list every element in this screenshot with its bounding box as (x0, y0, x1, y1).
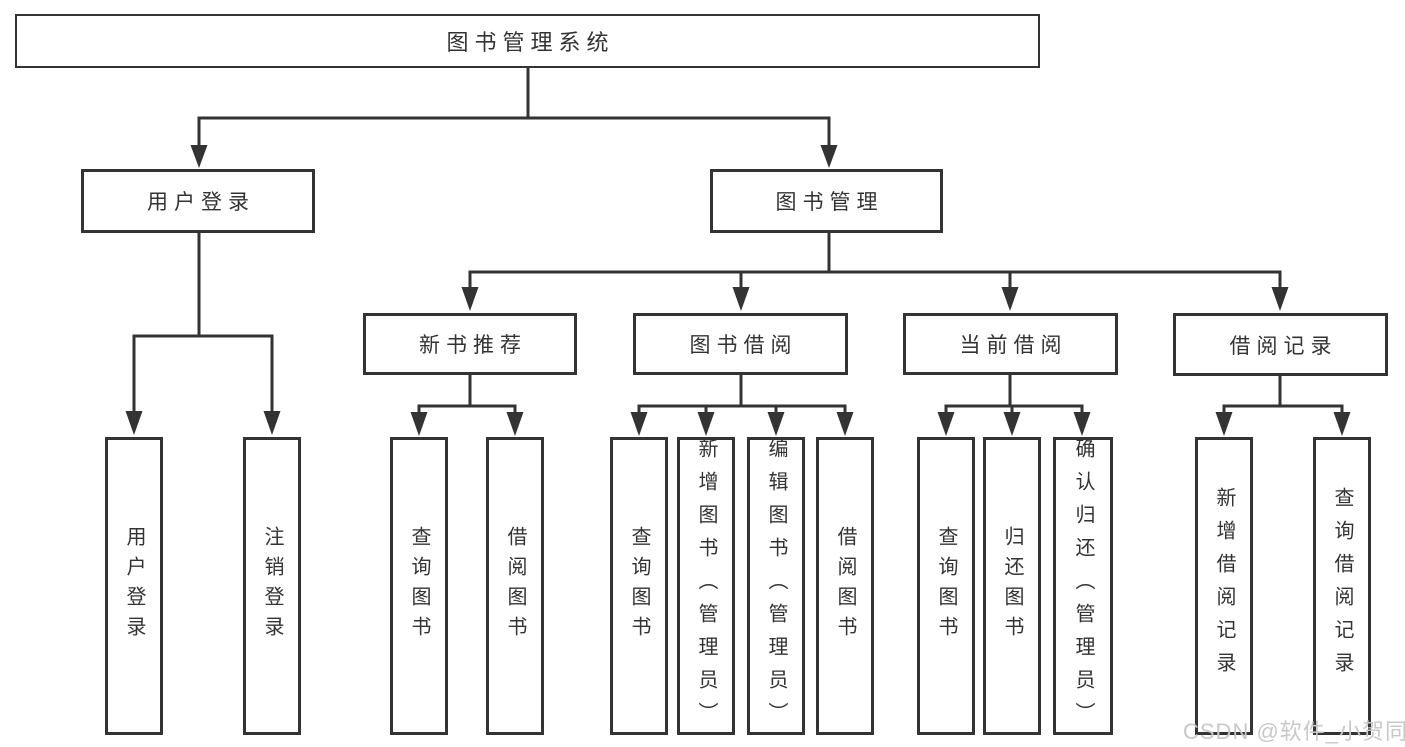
node-user-login: 用户登录 (81, 169, 315, 233)
leaf-query-borrow-record: 查询借阅记录 (1313, 437, 1371, 735)
csdn-watermark: CSDN @软件_小贺同学 (1183, 719, 1405, 744)
arrowhead-icon (1271, 287, 1289, 311)
leaf-query-books-current-label: 查询图书 (935, 526, 957, 646)
leaf-add-borrow-record: 新增借阅记录 (1195, 437, 1253, 735)
arrowhead-icon (410, 412, 428, 436)
arrowhead-icon (1073, 412, 1091, 436)
arrowhead-icon (732, 287, 750, 311)
node-library-system-label: 图书管理系统 (446, 30, 615, 55)
leaf-query-books-recommend-label: 查询图书 (408, 526, 430, 646)
node-book-borrowing-label: 图书借阅 (689, 334, 798, 357)
arrowhead-icon (937, 412, 955, 436)
leaf-confirm-return-admin: 确认归还（管理员） (1053, 437, 1113, 735)
node-book-borrowing: 图书借阅 (633, 313, 848, 375)
node-current-borrowing-label: 当前借阅 (959, 334, 1068, 357)
arrowhead-icon (1001, 287, 1019, 311)
leaf-query-books-borrowing-label: 查询图书 (628, 526, 650, 646)
leaf-confirm-return-admin-label: 确认归还（管理员） (1072, 437, 1094, 735)
leaf-return-books: 归还图书 (983, 437, 1041, 735)
leaf-query-books-current: 查询图书 (917, 437, 975, 735)
node-borrowing-records-label: 借阅记录 (1229, 334, 1338, 358)
leaf-query-borrow-record-label: 查询借阅记录 (1331, 487, 1353, 685)
leaf-edit-books-admin-label: 编辑图书（管理员） (765, 437, 787, 735)
leaf-add-borrow-record-label: 新增借阅记录 (1213, 487, 1235, 685)
node-book-management: 图书管理 (710, 169, 943, 233)
leaf-user-login-label: 用户登录 (123, 526, 145, 646)
arrowhead-icon (190, 145, 208, 168)
node-current-borrowing: 当前借阅 (903, 313, 1118, 375)
leaf-return-books-label: 归还图书 (1001, 526, 1023, 646)
leaf-borrow-books: 借阅图书 (816, 437, 874, 735)
leaf-edit-books-admin: 编辑图书（管理员） (747, 437, 805, 735)
node-user-login-label: 用户登录 (147, 191, 255, 214)
leaf-add-books-admin-label: 新增图书（管理员） (695, 437, 717, 735)
node-book-management-label: 图书管理 (775, 191, 884, 214)
arrowhead-icon (820, 145, 838, 168)
arrowhead-icon (125, 411, 143, 435)
leaf-borrow-books-recommend: 借阅图书 (486, 437, 544, 735)
leaf-query-books-borrowing: 查询图书 (610, 437, 668, 735)
arrowhead-icon (1333, 412, 1351, 436)
arrowhead-icon (506, 412, 524, 436)
arrowhead-icon (263, 411, 281, 435)
arrowhead-icon (767, 412, 785, 436)
arrowhead-icon (836, 412, 854, 436)
leaf-add-books-admin: 新增图书（管理员） (677, 437, 735, 735)
node-library-system: 图书管理系统 (15, 14, 1040, 68)
node-new-book-recommend-label: 新书推荐 (419, 334, 527, 357)
leaf-borrow-books-recommend-label: 借阅图书 (504, 526, 526, 646)
node-borrowing-records: 借阅记录 (1173, 313, 1388, 376)
arrowhead-icon (1215, 412, 1233, 436)
leaf-logout: 注销登录 (243, 437, 301, 735)
leaf-logout-label: 注销登录 (261, 526, 283, 646)
leaf-query-books-recommend: 查询图书 (390, 437, 448, 735)
arrowhead-icon (697, 412, 715, 436)
node-new-book-recommend: 新书推荐 (363, 313, 577, 375)
arrowhead-icon (630, 412, 648, 436)
arrowhead-icon (461, 287, 479, 311)
leaf-user-login: 用户登录 (105, 437, 163, 735)
leaf-borrow-books-label: 借阅图书 (834, 526, 856, 646)
arrowhead-icon (1003, 412, 1021, 436)
